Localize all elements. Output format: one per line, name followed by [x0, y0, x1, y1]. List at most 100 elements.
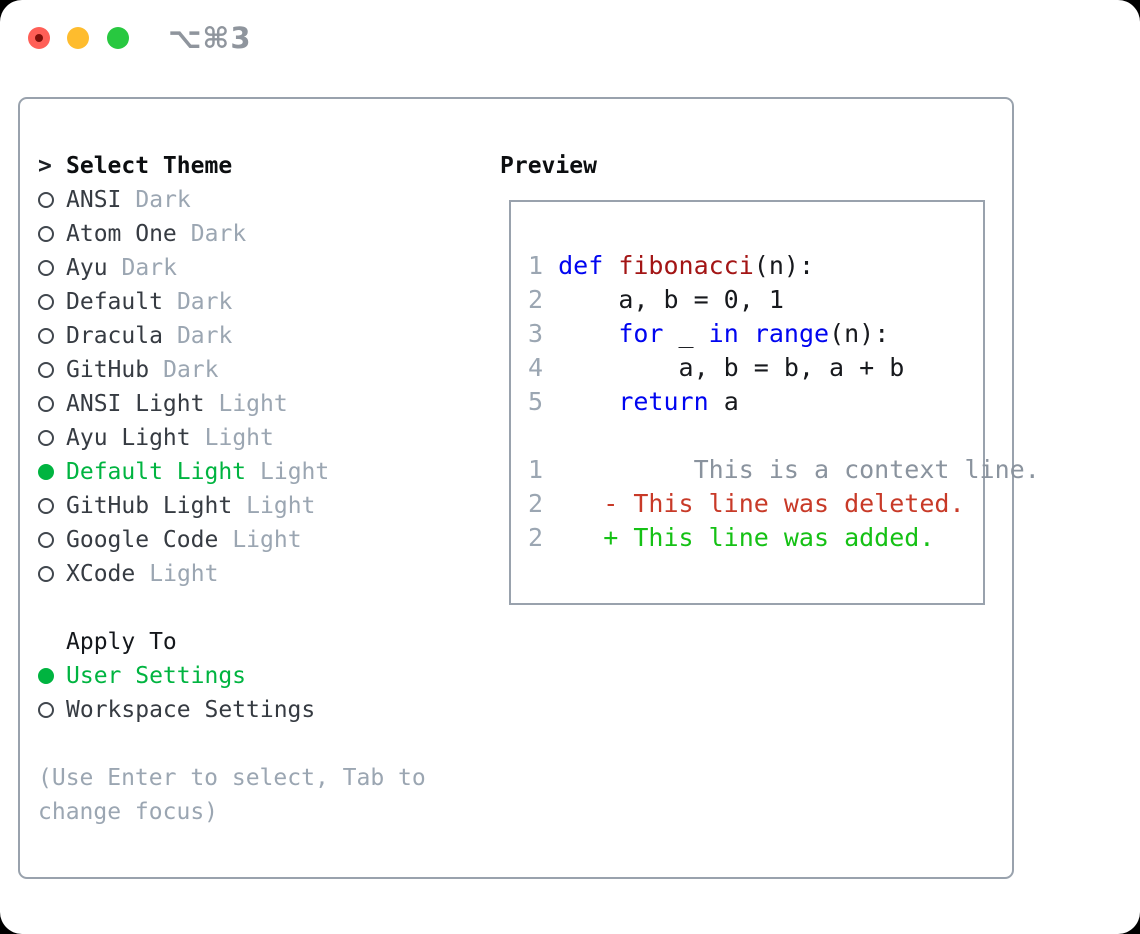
code-token-pl: [739, 319, 754, 348]
code-token-del: - This line was deleted.: [558, 489, 965, 518]
apply-to-option[interactable]: Workspace Settings: [38, 693, 488, 727]
code-token-ln: 2: [528, 523, 559, 552]
select-theme-header: > Select Theme: [38, 149, 488, 183]
theme-variant-badge: Dark: [190, 221, 247, 247]
code-token-kw: in: [708, 319, 739, 348]
radio-icon: [38, 260, 54, 276]
theme-name: ANSI Light: [66, 391, 205, 417]
theme-name: GitHub: [66, 357, 150, 383]
code-token-add: + This line was added.: [558, 523, 935, 552]
zoom-button[interactable]: [107, 27, 129, 49]
radio-slot: [38, 396, 66, 412]
apply-to-label: Workspace Settings: [66, 697, 316, 723]
theme-option[interactable]: Google Code Light: [38, 523, 488, 557]
radio-icon: [38, 498, 54, 514]
code-token-ln: 2: [528, 489, 559, 518]
radio-slot: [38, 532, 66, 548]
theme-option[interactable]: Default Light Light: [38, 455, 488, 489]
radio-icon: [38, 702, 54, 718]
code-token-pl: (n):: [753, 251, 815, 280]
code-token-ln: 2: [528, 285, 559, 314]
radio-icon: [38, 192, 54, 208]
apply-to-option[interactable]: User Settings: [38, 659, 488, 693]
theme-variant-badge: Light: [204, 425, 274, 451]
cursor-icon: >: [38, 153, 52, 179]
theme-option[interactable]: ANSI Light Light: [38, 387, 488, 421]
radio-slot: [38, 464, 66, 480]
apply-to-header-label: Apply To: [66, 629, 177, 655]
hint-text-line2: change focus): [38, 799, 219, 825]
radio-slot: [38, 430, 66, 446]
theme-variant-badge: Dark: [176, 289, 233, 315]
radio-slot: [38, 702, 66, 718]
theme-name: Atom One: [66, 221, 177, 247]
hint-text-line1: (Use Enter to select, Tab to: [38, 765, 426, 791]
code-token-pl: [558, 319, 618, 348]
theme-option[interactable]: GitHub Dark: [38, 353, 488, 387]
theme-name: Default Light: [66, 459, 247, 485]
preview-code: 1 def fibonacci(n): 2 a, b = 0, 1 3 for …: [511, 202, 1040, 555]
theme-name: Ayu Light: [66, 425, 191, 451]
radio-slot: [38, 566, 66, 582]
theme-option[interactable]: Ayu Light Light: [38, 421, 488, 455]
code-token-ln: 1: [528, 455, 559, 484]
code-token-ln: 3: [528, 319, 559, 348]
code-token-kw: range: [753, 319, 830, 348]
radio-icon: [38, 532, 54, 548]
code-token-pl: _: [663, 319, 709, 348]
theme-option[interactable]: Dracula Dark: [38, 319, 488, 353]
theme-option[interactable]: Default Dark: [38, 285, 488, 319]
select-theme-header-label: Select Theme: [66, 153, 233, 179]
radio-slot: [38, 328, 66, 344]
theme-name: Default: [66, 289, 163, 315]
theme-variant-badge: Light: [260, 459, 330, 485]
theme-variant-badge: Dark: [176, 323, 233, 349]
apply-to-header: Apply To: [38, 625, 488, 659]
code-token-kw: for: [618, 319, 664, 348]
preview-header: Preview: [500, 153, 597, 179]
theme-variant-badge: Light: [232, 527, 302, 553]
code-token-kw: return: [618, 387, 709, 416]
code-token-ln: 4: [528, 353, 559, 382]
radio-slot: [38, 294, 66, 310]
theme-variant-badge: Dark: [121, 255, 177, 281]
minimize-button[interactable]: [67, 27, 89, 49]
radio-slot: [38, 192, 66, 208]
apply-to-label: User Settings: [66, 663, 247, 689]
window-title-shortcut: ⌥⌘3: [168, 21, 252, 55]
theme-variant-badge: Light: [149, 561, 219, 587]
radio-icon: [38, 362, 54, 378]
theme-option[interactable]: Atom One Dark: [38, 217, 488, 251]
code-token-pl: a: [708, 387, 739, 416]
theme-variant-badge: Dark: [135, 187, 191, 213]
radio-slot: [38, 668, 66, 684]
theme-variant-badge: Light: [218, 391, 288, 417]
theme-option[interactable]: ANSI Dark: [38, 183, 488, 217]
spacer: [38, 591, 488, 625]
code-token-kw: def: [558, 251, 604, 280]
radio-icon: [38, 294, 54, 310]
theme-name: ANSI: [66, 187, 122, 213]
radio-selected-icon: [38, 464, 54, 480]
code-token-pl: a, b = 0, 1: [558, 285, 784, 314]
spacer: [38, 727, 488, 761]
code-token-fn: fibonacci: [618, 251, 754, 280]
theme-variant-badge: Light: [246, 493, 316, 519]
close-button[interactable]: [28, 27, 50, 49]
code-token-ln: 1: [528, 251, 559, 280]
radio-slot: [38, 226, 66, 242]
theme-name: Google Code: [66, 527, 219, 553]
code-token-pl: a, b = b, a + b: [558, 353, 905, 382]
radio-icon: [38, 226, 54, 242]
theme-variant-badge: Dark: [163, 357, 219, 383]
radio-slot: [38, 260, 66, 276]
theme-name: Dracula: [66, 323, 163, 349]
preview-box: 1 def fibonacci(n): 2 a, b = 0, 1 3 for …: [509, 200, 1040, 605]
